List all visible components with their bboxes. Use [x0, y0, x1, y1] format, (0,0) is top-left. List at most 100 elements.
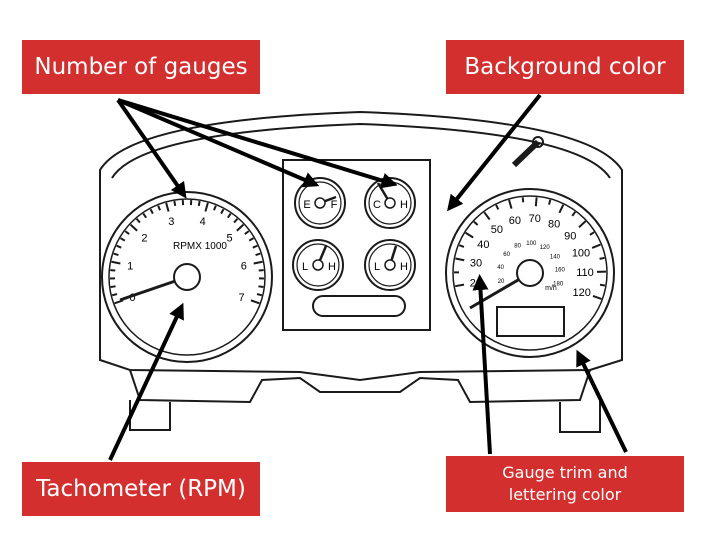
arrow-gauges-to-temp — [117, 98, 398, 189]
tach-number: 7 — [238, 292, 244, 304]
callout-number-of-gauges: Number of gauges — [22, 40, 260, 94]
voltmeter-gauge-right-label: H — [400, 261, 408, 273]
speed-outer-number: 110 — [576, 267, 594, 279]
tach-tick — [135, 218, 141, 224]
tach-tick — [111, 260, 121, 265]
tach-tick — [197, 200, 201, 207]
speed-inner-number: 100 — [526, 241, 537, 247]
tach-number: 2 — [141, 233, 147, 245]
tach-hub — [173, 263, 201, 291]
speed-unit: m/h — [545, 285, 557, 292]
speed-tick — [465, 231, 474, 239]
mount-tab-right — [559, 400, 601, 433]
callout-background-color-text: Background color — [464, 54, 666, 80]
speed-inner-number: 180 — [553, 281, 564, 287]
fuel-gauge-hub — [314, 197, 326, 209]
tach-tick — [250, 299, 260, 305]
fuel-gauge-right-label: F — [331, 199, 338, 211]
tach-tick — [204, 202, 209, 212]
tach-tick — [220, 208, 225, 215]
speed-outer-number: 40 — [477, 239, 489, 251]
speed-outer-number: 30 — [470, 258, 482, 270]
speed-tick — [592, 294, 602, 300]
speed-outer-number: 120 — [573, 287, 591, 299]
speed-tick — [495, 204, 500, 210]
cluster-bottom-trim — [129, 369, 591, 404]
tach-number: 5 — [226, 233, 232, 245]
speed-inner-number: 120 — [540, 245, 551, 251]
tach-tick — [256, 293, 263, 297]
voltmeter-gauge-hub — [384, 259, 396, 271]
speed-inner-number: 60 — [503, 252, 510, 258]
callout-number-of-gauges-text: Number of gauges — [34, 54, 248, 80]
tach-tick — [142, 213, 147, 219]
speed-inner-number: 160 — [555, 267, 566, 273]
voltmeter-gauge-face — [368, 243, 412, 287]
tach-tick — [111, 293, 118, 297]
speed-tick — [571, 211, 577, 217]
temperature-gauge-right-label: H — [400, 199, 408, 211]
tach-tick — [248, 237, 254, 242]
tach-tick — [253, 260, 263, 265]
oil-pressure-gauge-left-label: L — [302, 261, 308, 273]
oil-pressure-gauge-hub — [312, 259, 324, 271]
tach-caption: RPMX 1000 — [173, 241, 227, 252]
speed-tick — [589, 231, 595, 236]
tach-tick — [173, 200, 177, 207]
tach-tick — [113, 252, 119, 257]
speed-hub — [516, 259, 544, 287]
tach-tick — [129, 223, 138, 232]
speed-tick — [473, 220, 479, 226]
speed-tick — [548, 199, 552, 205]
speed-tick — [578, 220, 587, 229]
fuel-gauge-left-label: E — [303, 199, 310, 211]
tach-number: 6 — [241, 261, 247, 273]
speed-tick — [454, 283, 465, 288]
temperature-gauge-left-label: C — [373, 199, 381, 211]
tach-tick — [255, 252, 261, 257]
speed-tick — [455, 257, 465, 262]
arrow-background-color — [447, 93, 542, 212]
tach-number: 1 — [127, 261, 133, 273]
speed-outer-number: 70 — [529, 213, 541, 225]
speed-tick — [508, 199, 513, 209]
tach-tick — [116, 244, 122, 249]
tach-tick — [233, 218, 239, 224]
speed-inner-number: 20 — [498, 279, 505, 285]
tach-tick — [236, 223, 245, 232]
tach-tick — [227, 213, 232, 219]
trip-reset-knob — [532, 136, 544, 148]
speed-tick — [599, 256, 605, 260]
oil-pressure-gauge-right-label: H — [328, 261, 336, 273]
arrow-trim-to-speed-numbers — [472, 274, 492, 455]
speed-tick — [558, 204, 565, 214]
callout-tachometer: Tachometer (RPM) — [22, 462, 260, 516]
oil-pressure-gauge-face — [296, 243, 340, 287]
cluster-housing-inner — [111, 122, 611, 179]
callout-background-color: Background color — [446, 40, 684, 94]
speed-tick — [483, 211, 491, 221]
voltmeter-gauge-left-label: L — [374, 261, 380, 273]
arrow-gauges-to-tachometer — [116, 98, 187, 199]
cluster-housing-outer — [99, 110, 623, 382]
speed-outer-number: 60 — [509, 215, 521, 227]
temperature-gauge-hub — [384, 197, 396, 209]
tach-tick — [157, 205, 161, 211]
tach-tick — [165, 202, 170, 212]
tach-tick — [149, 208, 154, 215]
tach-tick — [258, 285, 264, 288]
speed-tick — [599, 283, 606, 287]
arrow-tachometer — [108, 302, 184, 461]
tach-number: 4 — [200, 216, 206, 228]
tach-tick — [252, 244, 258, 249]
speed-inner-number: 80 — [514, 244, 521, 250]
callout-gauge-trim: Gauge trim and lettering color — [446, 456, 684, 512]
speed-outer-number: 90 — [564, 230, 576, 242]
arrow-gauges-to-fuel — [117, 98, 320, 188]
